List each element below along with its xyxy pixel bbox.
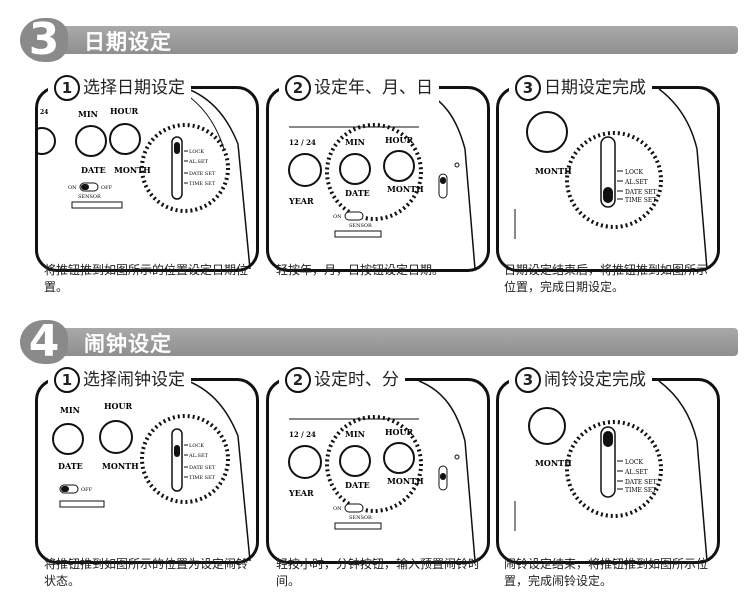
label-off: OFF: [81, 487, 93, 493]
label-min: MIN: [78, 109, 98, 119]
label-alset: AL.SET: [624, 469, 648, 476]
label-12-24: 12 / 24: [289, 138, 316, 147]
section-number: 4: [20, 320, 68, 364]
label-timeset: TIME SET: [625, 197, 656, 204]
label-alset: AL.SET: [188, 159, 209, 165]
label-month: MONTH: [387, 184, 424, 194]
label-date: DATE: [345, 188, 370, 198]
highlight-circle: [325, 415, 423, 513]
section-header-date: 3 日期设定: [20, 18, 738, 62]
highlight-circle: [140, 123, 230, 213]
device-illustration: 12 / 24 MIN HOUR YEAR DATE MONTH ON SENS…: [288, 89, 476, 269]
label-month: MONTH: [102, 461, 139, 471]
section-title: 日期设定: [84, 30, 172, 54]
label-alset: AL.SET: [624, 179, 648, 186]
highlight-circle: [565, 131, 663, 229]
device-illustration: MONTH LOCK AL.SET DATE SET TIME SET: [514, 89, 708, 269]
device-illustration: MONTH LOCK AL.SET DATE SET TIME SET: [514, 381, 708, 561]
step-number: 1: [54, 367, 80, 393]
label-date: DATE: [345, 480, 370, 490]
step-description: 日期设定结束后，将推钮推到如图所示位置，完成日期设定。: [504, 263, 709, 294]
label-min: MIN: [60, 405, 80, 415]
section-bar-background: [60, 26, 738, 54]
label-month: MONTH: [114, 165, 151, 175]
label-year: YEAR: [288, 488, 314, 498]
label-sensor: SENSOR: [349, 223, 372, 229]
step-panel-alarm-1: MIN HOUR DATE MONTH OFF LOCK AL.SET DATE…: [35, 366, 259, 564]
step-number: 2: [285, 75, 311, 101]
label-hour: HOUR: [110, 106, 139, 116]
label-lock: LOCK: [189, 443, 204, 449]
step-description: 轻按年，月，日按钮设定日期。: [276, 263, 445, 277]
step-panel-date-2: 12 / 24 MIN HOUR YEAR DATE MONTH ON SENS…: [266, 74, 490, 272]
label-timeset: TIME SET: [189, 181, 216, 187]
label-lock: LOCK: [625, 459, 643, 466]
slide-switch: [171, 428, 183, 492]
label-on: ON: [68, 185, 77, 191]
label-hour: HOUR: [104, 401, 133, 411]
step-description: 轻按小时，分钟按钮，输入预置闹铃时间。: [276, 557, 481, 588]
label-dateset: DATE SET: [625, 189, 657, 196]
label-dateset: DATE SET: [189, 465, 216, 471]
step-description: 将推钮推到如图所示的位置设定日期位置。: [44, 263, 249, 294]
highlight-circle: [140, 414, 230, 504]
label-month: MONTH: [535, 458, 572, 468]
step-number: 1: [54, 75, 80, 101]
label-min: MIN: [345, 429, 365, 439]
step-number: 3: [515, 367, 541, 393]
step-title: 闹铃设定完成: [544, 370, 646, 390]
section-bar-background: [60, 328, 738, 356]
label-dateset: DATE SET: [625, 479, 657, 486]
highlight-circle: [325, 123, 423, 221]
label-date: DATE: [58, 461, 83, 471]
device-illustration: 24 MIN HOUR DATE MONTH ON OFF SENSOR LOC…: [38, 89, 251, 269]
step-number: 3: [515, 75, 541, 101]
label-on: ON: [333, 506, 342, 512]
label-alset: AL.SET: [188, 453, 209, 459]
label-on: ON: [333, 214, 342, 220]
label-timeset: TIME SET: [625, 487, 656, 494]
label-hour: HOUR: [385, 135, 414, 145]
section-title: 闹钟设定: [84, 332, 172, 356]
label-lock: LOCK: [189, 149, 204, 155]
label-off: OFF: [101, 185, 113, 191]
label-dateset: DATE SET: [189, 171, 216, 177]
step-title: 日期设定完成: [544, 78, 646, 98]
label-min: MIN: [345, 137, 365, 147]
label-month: MONTH: [387, 476, 424, 486]
label-12-24: 12 / 24: [289, 430, 316, 439]
section-number: 3: [20, 18, 68, 62]
device-illustration: 12 / 24 MIN HOUR YEAR DATE MONTH ON SENS…: [288, 381, 476, 561]
step-panel-date-1: 24 MIN HOUR DATE MONTH ON OFF SENSOR LOC…: [35, 74, 259, 272]
label-month: MONTH: [535, 166, 572, 176]
highlight-circle: [565, 420, 663, 518]
device-illustration: MIN HOUR DATE MONTH OFF LOCK AL.SET DATE…: [52, 381, 251, 561]
label-lock: LOCK: [625, 169, 643, 176]
label-sensor: SENSOR: [78, 194, 101, 200]
label-date: DATE: [81, 165, 106, 175]
step-title: 设定时、分: [314, 370, 399, 390]
step-number: 2: [285, 367, 311, 393]
label-hour: HOUR: [385, 427, 414, 437]
label-year: YEAR: [288, 196, 314, 206]
label-left-cut: 24: [40, 109, 48, 116]
step-panel-alarm-2: 12 / 24 MIN HOUR YEAR DATE MONTH ON SENS…: [266, 366, 490, 564]
label-sensor: SENSOR: [349, 515, 372, 521]
step-title: 选择闹钟设定: [83, 370, 185, 390]
step-title: 设定年、月、日: [314, 78, 433, 98]
step-title: 选择日期设定: [83, 78, 185, 98]
step-description: 闹铃设定结束，将推钮推到如图所示位置，完成闹铃设定。: [504, 557, 709, 588]
section-header-alarm: 4 闹钟设定: [20, 320, 738, 364]
label-timeset: TIME SET: [189, 475, 216, 481]
step-description: 将推钮推到如图所示的位置为设定闹铃状态。: [44, 557, 249, 588]
